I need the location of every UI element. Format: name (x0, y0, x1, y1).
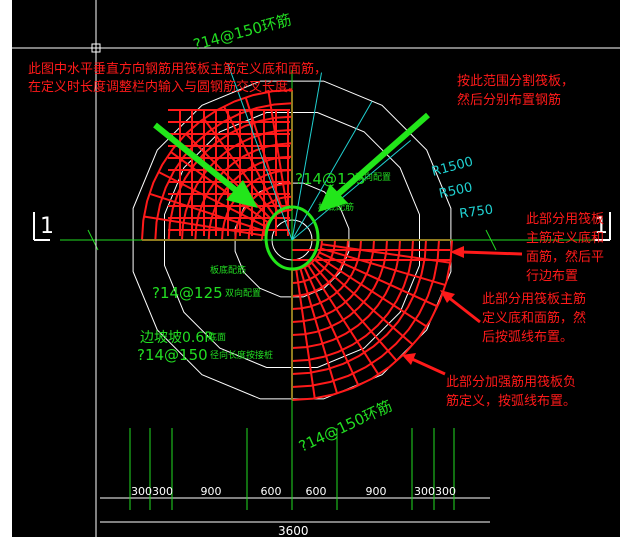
bar-label-lower-note: 径向长度按接桩 (210, 349, 273, 361)
dimension-value: 300 (414, 485, 435, 498)
mesh-radial-bar (267, 91, 289, 211)
mesh-lower-right (291, 239, 453, 401)
mesh-radial-bar (149, 192, 264, 232)
green-arrow-left (153, 122, 258, 208)
mesh-ring-bar (291, 239, 427, 375)
dimension-value: 600 (306, 485, 327, 498)
radius-leader-line (291, 139, 412, 241)
annotation-right3-line1: 此部分加强筋用筏板负 (446, 374, 576, 390)
bar-label-lower: ?14@150 (137, 346, 208, 364)
slope-note: 底面 (208, 331, 226, 343)
mesh-ring-bar (291, 239, 362, 310)
mesh-ring-bar (291, 239, 388, 336)
mesh-ring-bar (291, 239, 349, 297)
board-note: 板底配筋 (210, 264, 246, 276)
radius-leader-line (291, 72, 323, 241)
section-label-left: 1 (40, 214, 54, 239)
dimension-value: 600 (261, 485, 282, 498)
radius-leader-line (291, 101, 373, 241)
slope-label: 边坡坡0.6R (140, 330, 214, 346)
dimension-value: 300 (435, 485, 456, 498)
dimension-value: 900 (366, 485, 387, 498)
dim-total: 3600 (278, 524, 309, 537)
ring-bar-label-bottom: ?14@150环筋 (296, 397, 395, 456)
radius-label-750: R750 (458, 202, 494, 222)
axis-tick (485, 229, 497, 251)
bar-label-mid-note: 双向配置 (225, 287, 261, 299)
radius-label-1500: R1500 (430, 154, 475, 179)
green-highlight-circle (264, 205, 320, 271)
annotation-right1-line3: 面筋，然后平 (526, 249, 604, 265)
dimension-value: 900 (201, 485, 222, 498)
bar-label-mid: ?14@125 (152, 284, 223, 302)
dimension-value: 300 (152, 485, 173, 498)
mesh-ring-bar (291, 239, 453, 401)
section-mark-left (33, 212, 50, 241)
slope-polygon (164, 112, 420, 368)
section-mark-right (594, 212, 611, 241)
annotation-right2-line1: 此部分用筏板主筋 (482, 291, 586, 307)
annotation-right3-line2: 筋定义，按弧线布置。 (446, 393, 576, 409)
crosshair-cursor (12, 0, 620, 537)
radius-label-500: R500 (438, 180, 474, 202)
annotation-right1-line1: 此部分用筏板 (526, 211, 604, 227)
red-arrow-3 (402, 353, 446, 376)
mesh-ring-bar (291, 239, 336, 284)
annotation-top-right-line2: 然后分别布置钢筋 (457, 92, 561, 108)
annotation-top-left-line2: 在定义时长度调整栏内输入与圆钢筋交叉长度。 (28, 79, 301, 95)
annotation-right1-line2: 主筋定义底和 (526, 230, 604, 246)
mesh-ring-bar (291, 239, 414, 362)
ring-bar-label-top: ?14@150环筋 (191, 10, 293, 53)
red-arrow-1 (450, 246, 523, 258)
red-arrow-2 (440, 290, 481, 324)
annotation-top-right-line1: 按此范围分割筏板， (457, 73, 574, 89)
annotation-right1-line4: 行边布置 (526, 269, 578, 284)
annotation-right2-line3: 后按弧线布置。 (482, 330, 573, 345)
mesh-ring-bar (291, 239, 440, 388)
mesh-ring-bar (291, 239, 375, 323)
mesh-ring-bar (247, 195, 293, 241)
green-arrow-right (318, 112, 430, 212)
dimension-value: 300 (131, 485, 152, 498)
annotation-top-left-line1: 此图中水平垂直方向钢筋用筏板主筋定义底和面筋， (28, 61, 327, 77)
mesh-ring-bar (154, 102, 293, 241)
section-label-right: 1 (594, 214, 608, 239)
mesh-ring-bar (291, 239, 401, 349)
annotation-right2-line2: 定义底和面筋，然 (482, 310, 586, 326)
